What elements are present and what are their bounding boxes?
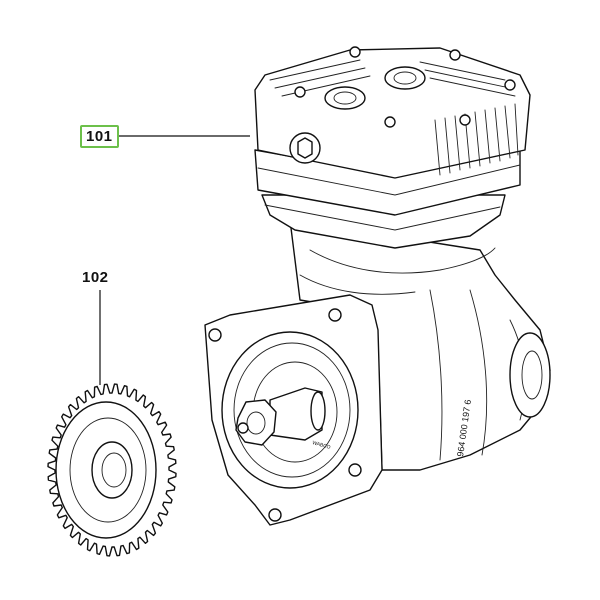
cooling-fins [269,59,519,176]
cylinder-barrel [261,194,506,249]
callout-label-102: 102 [82,269,109,286]
shaft-nut [235,399,277,446]
gear-marking: WABCO [311,440,331,451]
drive-gear [47,383,177,557]
rear-hub [509,332,551,418]
callout-label-101: 101 [80,125,119,148]
gear-hub [91,441,133,499]
head-port-right [384,66,426,90]
head-port-left [324,86,366,110]
compressor-assembly: 964 000 197 6 WABCO [204,46,551,526]
head-plug [289,132,321,164]
cylinder-head [254,47,531,179]
